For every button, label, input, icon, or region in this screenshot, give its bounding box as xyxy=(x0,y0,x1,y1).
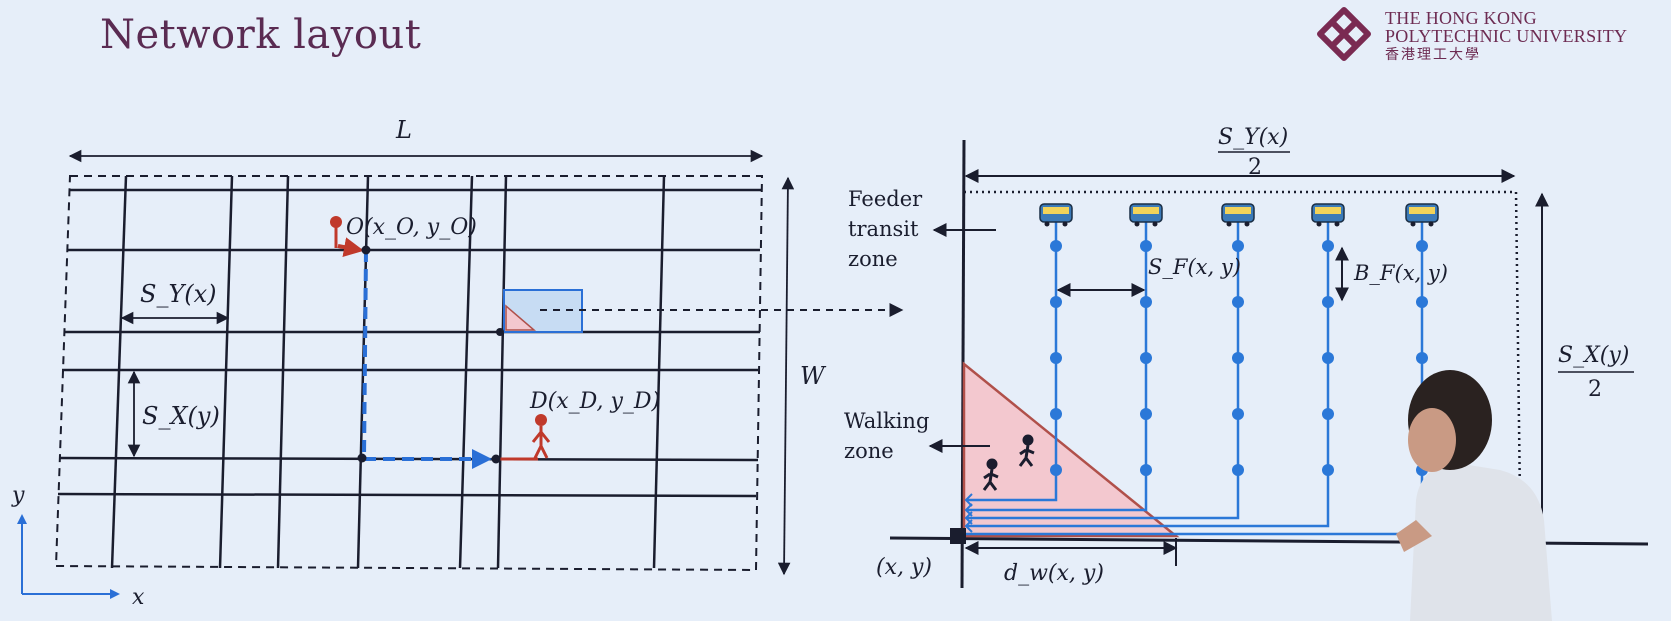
right-zoom-diagram: S_Y(x) 2 S_X(y) 2 xyxy=(844,125,1649,589)
bus-icon xyxy=(1221,203,1255,227)
length-label: L xyxy=(395,116,412,144)
feeder-zone-label-line2: transit xyxy=(848,217,919,241)
presenter xyxy=(1396,370,1552,621)
pedestrian-icon xyxy=(982,458,999,491)
axis-x-label: x xyxy=(132,585,145,610)
spacing-y-label: S_X(y) xyxy=(142,402,220,430)
spacing-x-label: S_Y(x) xyxy=(140,280,217,308)
origin-label: O(x_O, y_O) xyxy=(346,215,477,240)
half-height-label: S_X(y) xyxy=(1558,343,1629,368)
walking-zone-label-line2: zone xyxy=(844,439,894,463)
logo-line-2: POLYTECHNIC UNIVERSITY xyxy=(1385,26,1628,46)
axis-y-label: y xyxy=(11,483,25,508)
zoom-region xyxy=(496,289,904,336)
logo-line-1: THE HONG KONG xyxy=(1385,8,1537,28)
corner-label: (x, y) xyxy=(876,555,932,580)
corner-point xyxy=(950,528,966,544)
walker-icons xyxy=(982,434,1035,491)
walking-zone xyxy=(962,361,1180,538)
half-width-label: S_Y(x) xyxy=(1218,125,1288,150)
feeder-stops xyxy=(1050,240,1428,476)
polyu-logo-icon xyxy=(1317,7,1371,61)
destination-label: D(x_D, y_D) xyxy=(529,389,660,414)
bus-icon xyxy=(1311,203,1345,227)
half-width-denominator: 2 xyxy=(1248,155,1262,180)
width-label: W xyxy=(800,362,827,390)
half-height-denominator: 2 xyxy=(1588,377,1602,402)
stop-spacing-label: B_F(x, y) xyxy=(1353,261,1448,285)
feeder-zone-label-line1: Feeder xyxy=(848,187,923,211)
bus-icon xyxy=(1039,203,1073,227)
pedestrian-icon xyxy=(1018,434,1035,467)
walking-zone-label-line1: Walking xyxy=(844,409,929,433)
destination-person-icon xyxy=(531,414,551,459)
feeder-zone-label-line3: zone xyxy=(848,247,898,271)
bus-icons xyxy=(1039,203,1439,227)
logo-line-3: 香港理工大學 xyxy=(1385,47,1481,63)
bus-icon xyxy=(1405,203,1439,227)
feeder-lines xyxy=(964,212,1428,536)
bus-icon xyxy=(1129,203,1163,227)
page-title: Network layout xyxy=(100,12,422,58)
walk-distance-label: d_w(x, y) xyxy=(1004,561,1104,586)
origin-pin-icon xyxy=(330,216,342,248)
feeder-spacing-label: S_F(x, y) xyxy=(1148,255,1241,279)
left-grid-diagram: O(x_O, y_O) D(x_D, y_D) S_Y(x) S_X(y) L … xyxy=(11,116,904,610)
od-route xyxy=(337,237,538,469)
university-logo: THE HONG KONG POLYTECHNIC UNIVERSITY 香港理… xyxy=(1310,6,1665,66)
